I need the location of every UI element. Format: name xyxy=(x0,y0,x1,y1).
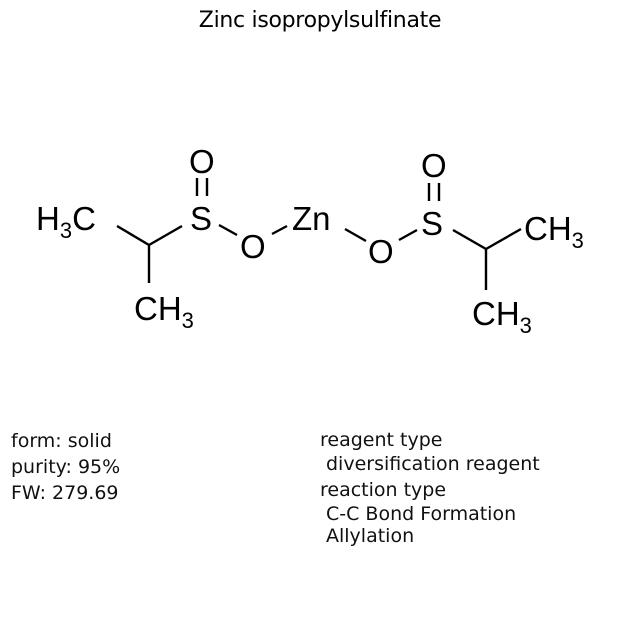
bond-zn-right-o xyxy=(344,227,367,243)
reaction-type-item: C-C Bond Formation xyxy=(326,503,517,525)
atom-left-methyl-2: CH3 xyxy=(134,290,194,333)
bond-left-s-o xyxy=(218,223,238,237)
atom-right-oxo: O xyxy=(421,147,447,184)
atom-zinc: Zn xyxy=(292,200,331,237)
atom-left-methyl-1: H3C xyxy=(36,200,96,243)
property-form: form: solid xyxy=(11,430,112,452)
properties-panel: form: solid purity: 95% FW: 279.69 xyxy=(11,428,120,506)
atom-right-bridge-oxygen: O xyxy=(368,233,394,270)
classification-panel: reagent type diversification reagent rea… xyxy=(320,428,540,546)
reagent-type-value: diversification reagent xyxy=(326,453,540,475)
bond-right-s-ch xyxy=(452,228,487,251)
bond-left-ch3-ch xyxy=(116,224,150,247)
atom-right-methyl-1: CH3 xyxy=(524,210,584,253)
compound-title: Zinc isopropylsulfinate xyxy=(198,8,442,33)
atom-left-sulfur: S xyxy=(190,200,212,237)
atom-left-oxo: O xyxy=(189,143,215,180)
atom-left-bridge-oxygen: O xyxy=(240,228,266,265)
reagent-type-label: reagent type xyxy=(320,429,443,451)
property-fw: FW: 279.69 xyxy=(11,482,119,504)
atom-right-methyl-2: CH3 xyxy=(472,295,532,338)
property-purity: purity: 95% xyxy=(11,456,121,478)
bond-left-ch-s xyxy=(148,224,183,247)
bond-left-o-zn xyxy=(271,224,288,236)
bond-right-ch-ch3 xyxy=(485,227,522,251)
reaction-type-label: reaction type xyxy=(320,479,447,501)
atom-right-sulfur: S xyxy=(421,205,443,242)
reaction-type-item: Allylation xyxy=(326,525,415,547)
bond-right-o-s xyxy=(398,228,418,242)
